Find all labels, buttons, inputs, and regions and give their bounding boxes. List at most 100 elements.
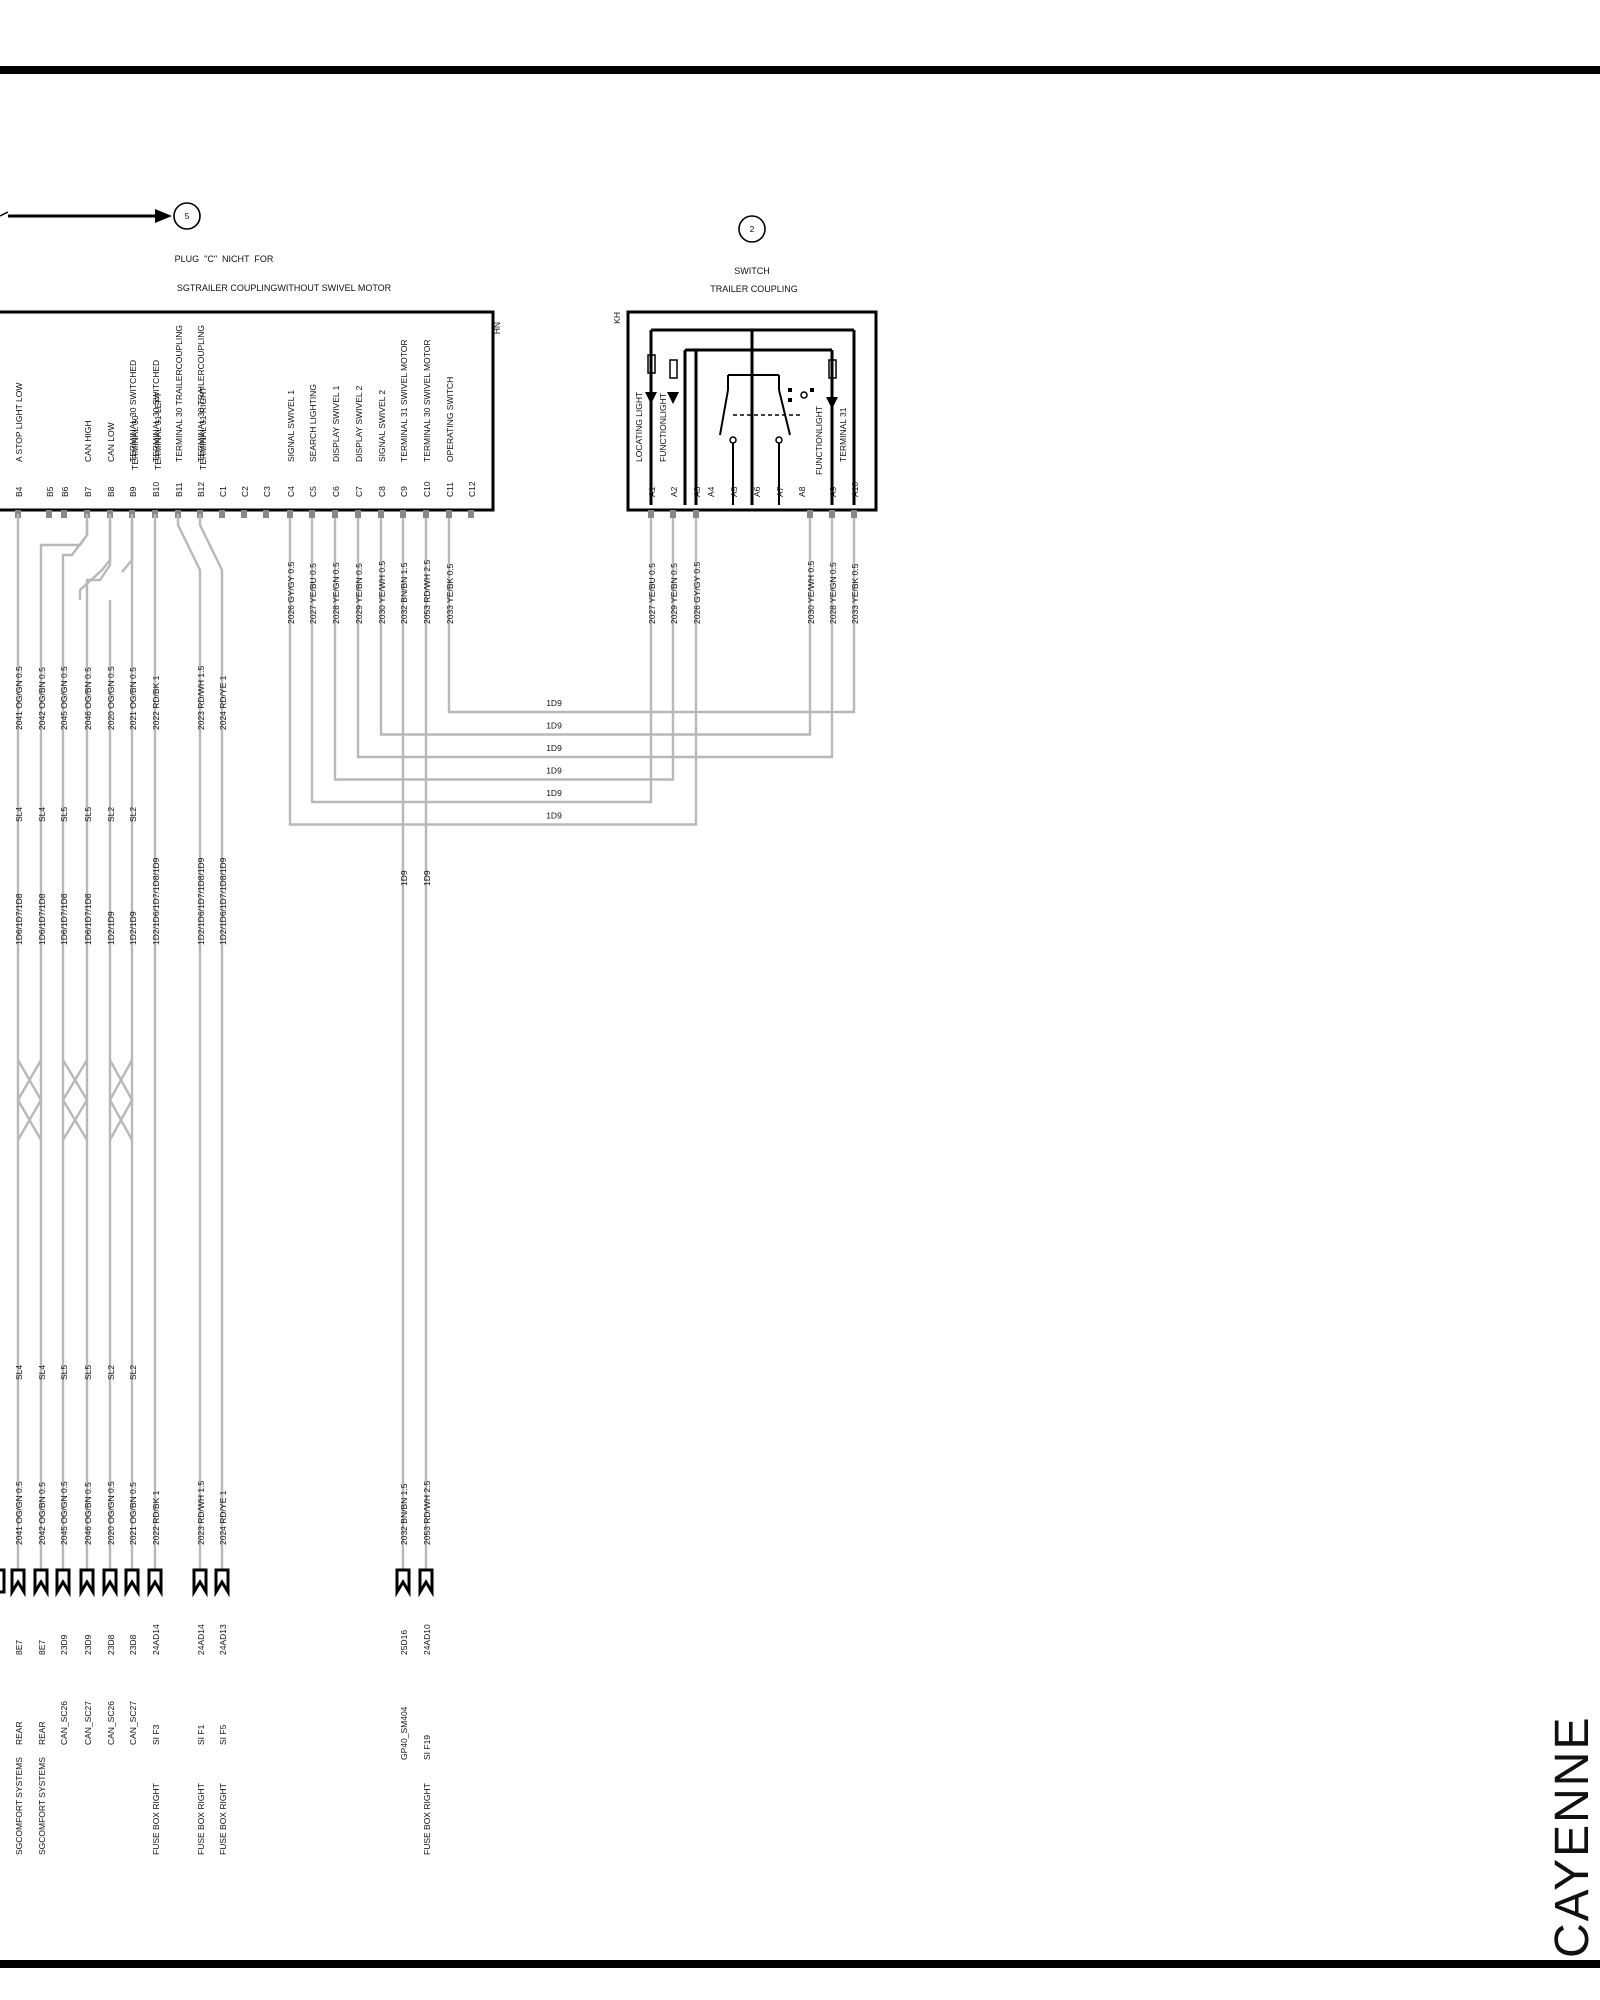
long-wire-route-1: 1D9 <box>422 870 432 886</box>
left-wire-sl-top-3: SL5 <box>83 807 93 822</box>
switch-pin-terminal-4 <box>829 510 835 518</box>
left-wire-code-bottom-4: 2020 OG/GN 0.5 <box>106 1481 116 1545</box>
plug-pin-id-b11: B11 <box>174 482 184 497</box>
connection-wire-4 <box>310 518 653 804</box>
plug-pin-terminal-c8 <box>378 510 384 518</box>
connection-label-2: 1D9 <box>546 743 562 753</box>
left-wire-code-top-4: 2020 OG/GN 0.5 <box>106 666 116 730</box>
plug-pin-terminal-c3 <box>263 510 269 518</box>
switch-pin-terminal-2 <box>693 510 699 518</box>
left-wire-route-0: 1D6/1D7/1D8 <box>14 893 24 945</box>
long-wire-dest-0: 25D16 <box>399 1630 409 1655</box>
plug-pin-label-b7: CAN HIGH <box>83 420 93 462</box>
switch-pin-id-a6: A6 <box>752 486 762 497</box>
left-wire-sl-bottom-3: SL5 <box>83 1365 93 1380</box>
switch-wire-code-0: 2027 YE/BU 0.5 <box>647 563 657 624</box>
arrow-to-ref-5: 5 <box>0 202 201 230</box>
plug-connector-box <box>0 310 495 512</box>
left-wire-sub-1: REAR <box>37 1721 47 1745</box>
left-wire-connector-3 <box>79 1568 95 1598</box>
plug-pin-terminal-c12 <box>468 510 474 518</box>
switch-title-line1: SWITCH <box>734 266 770 276</box>
wire-group <box>16 518 856 1570</box>
plug-pin-id-b10: B10 <box>151 482 161 497</box>
plug-pin-label-b11: TERMINAL 30 TRAILERCOUPLING <box>174 325 184 462</box>
plug-pin-id-c6: C6 <box>331 486 341 497</box>
plug-wire-code-2: 2028 YE/GN 0.5 <box>331 562 341 624</box>
wire-label-group: 2026 GY/GY 0.5 2027 YE/BU 0.5 2028 YE/GN 0… <box>14 559 860 1855</box>
left-wire-sl-bottom-5: SL2 <box>128 1365 138 1380</box>
left-wire-connector-8 <box>214 1568 230 1598</box>
left-wire-route-8: 1D2/1D6/1D7/1D8/1D9 <box>218 857 228 945</box>
left-wire-sub-0: REAR <box>14 1721 24 1745</box>
left-wire-dest-1: 8E7 <box>37 1640 47 1655</box>
connector-group <box>0 1568 434 1598</box>
left-wire-code-bottom-8: 2024 RD/YE 1 <box>218 1490 228 1545</box>
left-wire-connector-2 <box>55 1568 71 1598</box>
left-wire-dest-7: 24AD14 <box>196 1624 206 1655</box>
left-wire-sys-1: SGCOMFORT SYSTEMS <box>37 1757 47 1855</box>
plug-pin-id-c10: C10 <box>422 481 432 497</box>
connection-wire-5 <box>288 518 698 826</box>
left-wire-connector-4 <box>102 1568 118 1598</box>
ref-circle-5 <box>173 202 201 230</box>
left-wire-sub-6: SI F3 <box>151 1724 161 1745</box>
left-wire-route-2: 1D6/1D7/1D8 <box>59 893 69 945</box>
switch-title-line2: TRAILER COUPLING <box>710 284 798 294</box>
plug-pin-terminal-c5 <box>309 510 315 518</box>
plug-extra-terminal-31-left: TERMINAL 31 LEFT <box>153 392 163 470</box>
left-wire-code-top-6: 2022 RD/BK 1 <box>151 675 161 730</box>
left-wire-dest-4: 23D8 <box>106 1634 116 1655</box>
left-wire-sl-top-4: SL2 <box>106 807 116 822</box>
connection-wire-2 <box>356 518 834 759</box>
plug-wire-code-7: 2033 YE/BK 0.5 <box>445 563 455 624</box>
plug-pin-label-c4: SIGNAL SWIVEL 1 <box>286 390 296 462</box>
long-wire-sys-1: FUSE BOX RIGHT <box>422 1783 432 1855</box>
plug-pin-id-c1: C1 <box>218 486 228 497</box>
plug-pin-label-b9: TERMINAL 30 SWITCHED <box>128 360 138 462</box>
left-wire-dest-0: 8E7 <box>14 1640 24 1655</box>
plug-pin-label-c11: OPERATING SWITCH <box>445 377 455 462</box>
switch-wire-code-5: 2033 YE/BK 0.5 <box>850 563 860 624</box>
plug-wire-code-0: 2026 GY/GY 0.5 <box>286 562 296 624</box>
left-wire-route-6: 1D2/1D6/1D7/1D8/1D9 <box>151 857 161 945</box>
connection-wire-1 <box>379 518 812 736</box>
ref-circle-2 <box>738 215 766 243</box>
long-wire-code-bottom-1: 2053 RD/WH 2.5 <box>422 1480 432 1545</box>
left-wire-sub-4: CAN_SC26 <box>106 1701 116 1745</box>
left-wire-sl-top-2: SL5 <box>59 807 69 822</box>
plug-extra-terminal-30: TERMINAL 30 <box>130 415 140 470</box>
left-wire-route-4: 1D2/1D9 <box>106 911 116 945</box>
plug-pin-id-b7: B7 <box>83 486 93 497</box>
left-wire-code-top-8: 2024 RD/YE 1 <box>218 675 228 730</box>
plug-side-tag: HN <box>492 322 502 334</box>
plug-pin-label-c10: TERMINAL 30 SWIVEL MOTOR <box>422 340 432 463</box>
plug-pin-id-c4: C4 <box>286 486 296 497</box>
left-wire-sys-0: SGCOMFORT SYSTEMS <box>14 1757 24 1855</box>
plug-pin-id-b8: B8 <box>106 486 116 497</box>
left-wire-sub-2: CAN_SC26 <box>59 1701 69 1745</box>
plug-pin-terminal-c6 <box>332 510 338 518</box>
switch-pin-id-a4: A4 <box>706 486 716 497</box>
plug-pin-label-c8: SIGNAL SWIVEL 2 <box>377 390 387 462</box>
plug-pin-label-b4: A STOP LIGHT LOW <box>14 383 24 462</box>
left-wire-sub-3: CAN_SC27 <box>83 1701 93 1745</box>
plug-pin-terminal-c2 <box>241 510 247 518</box>
plug-wire-code-1: 2027 YE/BU 0.5 <box>308 563 318 624</box>
plug-pin-id-c3: C3 <box>262 486 272 497</box>
plug-extra-terminal-31-right: TERMINAL 31 RIGHT <box>198 387 208 470</box>
connection-label-0: 1D9 <box>546 698 562 708</box>
connection-label-4: 1D9 <box>546 788 562 798</box>
switch-side-tag: KH <box>612 312 622 324</box>
switch-pin-id-a7: A7 <box>775 486 785 497</box>
plug-pin-id-b12: B12 <box>196 482 206 497</box>
connection-wire-3 <box>333 518 675 781</box>
switch-pin-id-a8: A8 <box>797 486 807 497</box>
plug-pin-id-b5: B5 <box>45 486 55 497</box>
left-wire-dest-8: 24AD13 <box>218 1624 228 1655</box>
switch-internal-circuit <box>647 328 856 505</box>
plug-pin-id-c11: C11 <box>445 482 455 497</box>
left-wire-code-bottom-3: 2046 OG/BN 0.5 <box>83 1482 93 1545</box>
plug-pin-id-c9: C9 <box>399 486 409 497</box>
